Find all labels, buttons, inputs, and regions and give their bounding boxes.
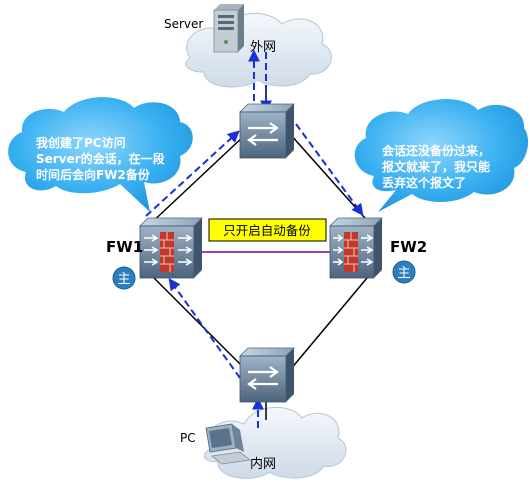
fw1-firewall-icon (139, 217, 203, 279)
fw2-label: FW2 (390, 238, 427, 256)
link-fw1-bottom-switch (147, 271, 247, 371)
path-fw1-to-top-switch (145, 130, 240, 217)
left-bubble-line-3: 时间后会向FW2备份 (36, 167, 151, 182)
pc-icon (205, 423, 251, 465)
backup-mode-box: 只开启自动备份 (208, 218, 327, 242)
server-label: Server (164, 17, 203, 31)
fw1-master-badge: 主 (112, 266, 136, 290)
external-network-cloud: 外网 (185, 12, 332, 88)
internal-network-label: 内网 (250, 456, 276, 472)
right-speech-bubble: 会话还没备份过来， 报文就来了，我只能 丢弃这个报文了 (354, 99, 529, 212)
fw1-master-badge-text: 主 (117, 272, 130, 287)
server-icon (213, 4, 244, 53)
fw2-firewall-icon (329, 217, 383, 279)
right-bubble-line-1: 会话还没备份过来， (382, 143, 490, 158)
pc-label: PC (180, 431, 196, 445)
fw2-master-badge-text: 主 (397, 266, 410, 281)
link-top-switch-fw1 (147, 133, 247, 227)
traffic-path (145, 49, 364, 428)
right-bubble-line-3: 丢弃这个报文了 (382, 175, 466, 190)
backup-mode-label: 只开启自动备份 (223, 223, 311, 238)
top-switch-icon (239, 103, 295, 159)
fw1-label: FW1 (106, 238, 143, 256)
bottom-switch-icon (239, 347, 295, 403)
path-bottom-switch-to-fw1 (168, 278, 241, 379)
link-fw2-bottom-switch (289, 271, 373, 371)
fw2-master-badge: 主 (392, 260, 416, 284)
left-bubble-line-1: 我创建了PC访问 (36, 135, 126, 150)
right-bubble-line-2: 报文就来了，我只能 (382, 159, 490, 174)
left-bubble-line-2: Server的会话，在一段 (36, 151, 166, 166)
left-speech-bubble: 我创建了PC访问 Server的会话，在一段 时间后会向FW2备份 (8, 97, 193, 212)
path-top-switch-to-fw2 (295, 123, 364, 216)
